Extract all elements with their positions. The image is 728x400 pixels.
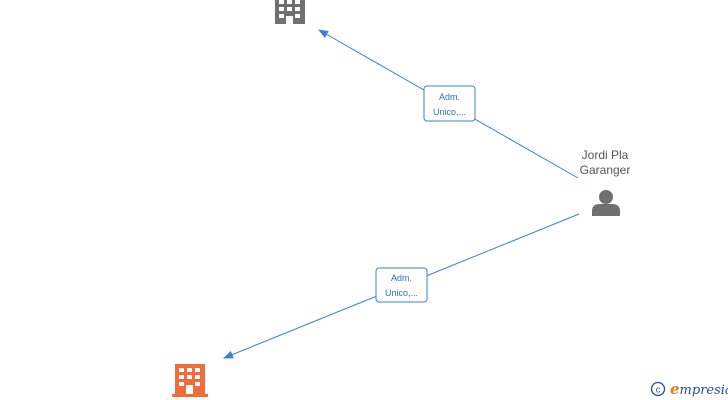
person-icon — [592, 190, 620, 216]
company-node-bottom[interactable] — [172, 364, 208, 397]
edge-label-box — [423, 85, 476, 122]
building-icon — [275, 0, 305, 24]
company-node-top[interactable] — [275, 0, 305, 24]
edge-label-bottom[interactable]: Adm. Unico,... — [375, 267, 428, 303]
copyright-icon — [650, 381, 666, 397]
brand-watermark: c empresia — [650, 380, 728, 398]
brand-initial: e — [670, 380, 680, 398]
brand-rest: mpresia — [680, 383, 728, 398]
brand-name: empresia — [670, 380, 728, 398]
person-name-line1: Jordi Pla — [582, 148, 629, 162]
person-node[interactable]: Jordi Pla Garanger — [580, 148, 631, 216]
person-name-line2: Garanger — [580, 163, 631, 177]
edge-label-line2: Unico,... — [385, 288, 418, 298]
edge-label-line1: Adm. — [439, 92, 460, 102]
edge-label-top[interactable]: Adm. Unico,... — [423, 85, 476, 122]
building-icon — [172, 364, 208, 397]
edge-label-line1: Adm. — [391, 273, 412, 283]
copyright-symbol-text: c — [656, 385, 661, 395]
edge-label-line2: Unico,... — [433, 107, 466, 117]
edge-label-box — [375, 267, 428, 303]
